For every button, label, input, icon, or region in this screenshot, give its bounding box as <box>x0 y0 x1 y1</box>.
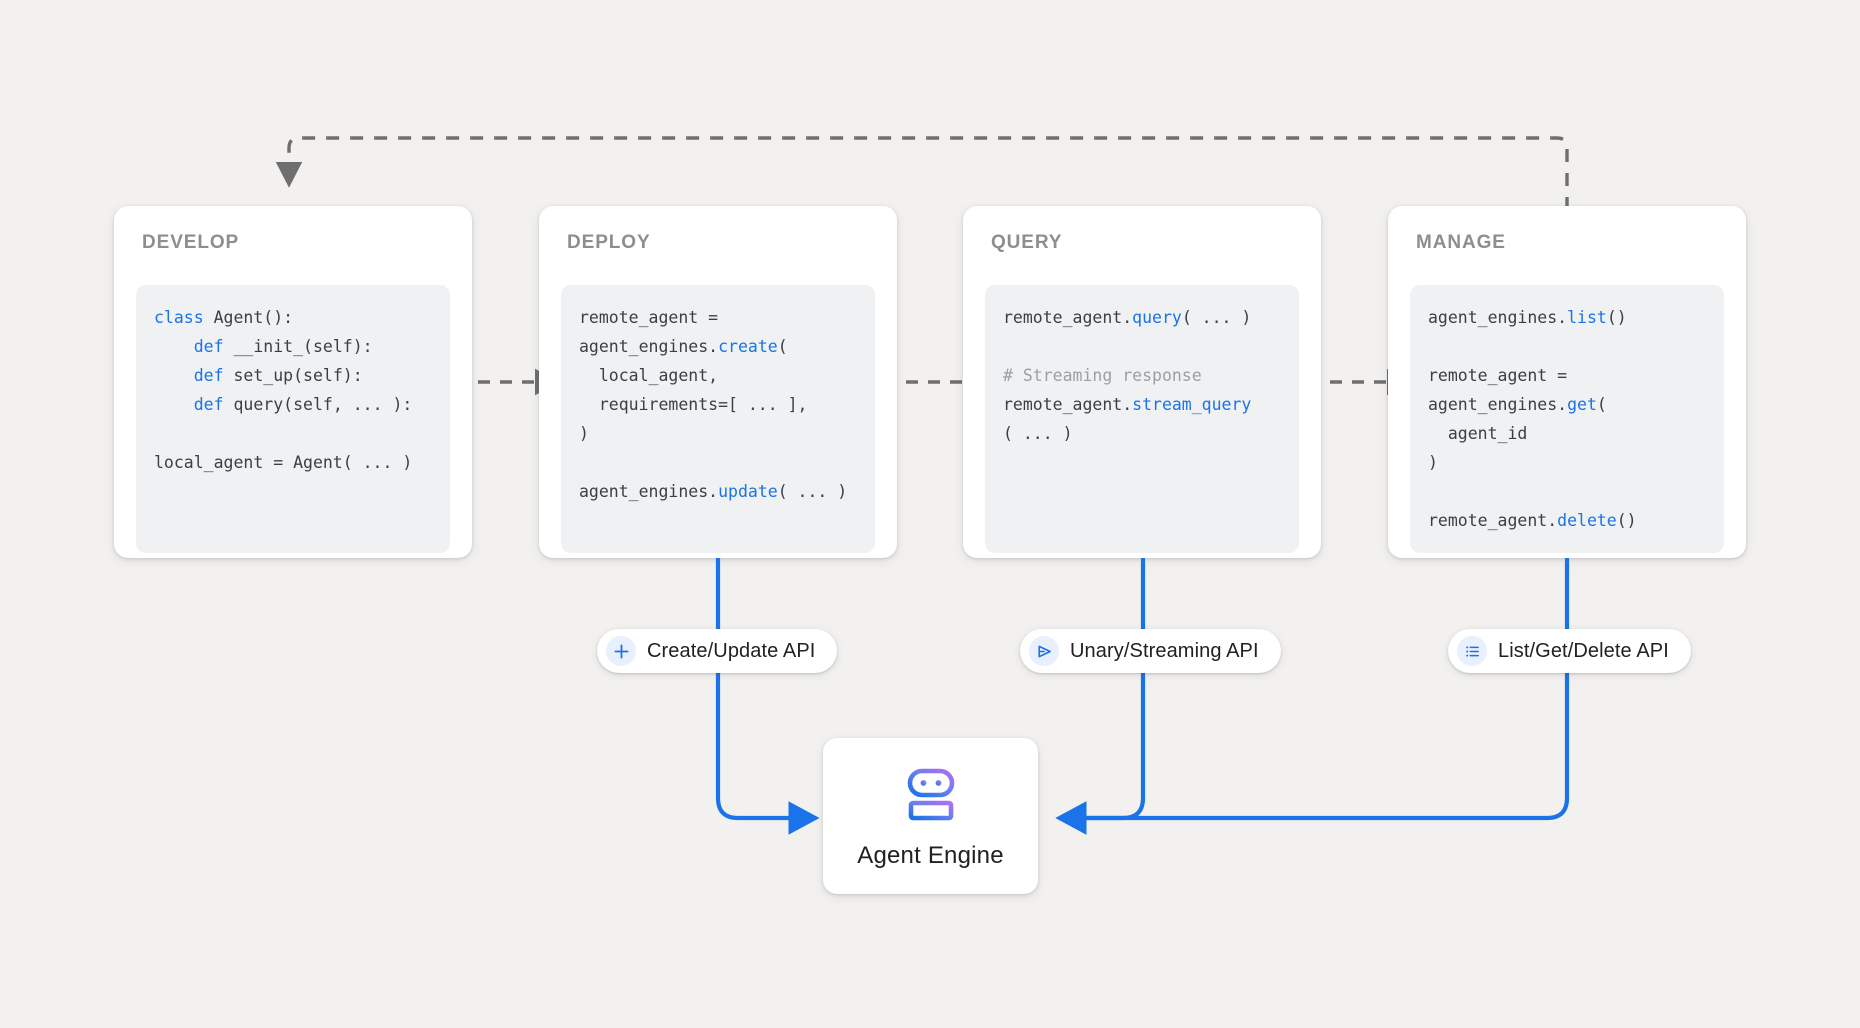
stage-title-query: QUERY <box>991 232 1063 253</box>
stage-card-query[interactable]: QUERY remote_agent.query( ... ) # Stream… <box>963 206 1321 558</box>
robot-icon <box>900 763 962 830</box>
code-block-deploy: remote_agent = agent_engines.create( loc… <box>561 284 875 553</box>
stage-card-manage[interactable]: MANAGE agent_engines.list() remote_agent… <box>1388 206 1746 558</box>
agent-engine-node[interactable]: Agent Engine <box>823 738 1038 894</box>
code-block-query: remote_agent.query( ... ) # Streaming re… <box>985 284 1299 553</box>
stage-title-manage: MANAGE <box>1416 232 1506 253</box>
api-pill-create-update[interactable]: Create/Update API <box>597 629 838 673</box>
list-icon <box>1457 636 1487 666</box>
api-pill-list-get-delete[interactable]: List/Get/Delete API <box>1448 629 1691 673</box>
feedback-loop-arrow <box>275 136 1569 210</box>
stage-card-develop[interactable]: DEVELOP class Agent(): def __init_(self)… <box>114 206 472 558</box>
connector-deploy-to-engine <box>715 558 820 835</box>
code-block-manage: agent_engines.list() remote_agent = agen… <box>1410 284 1724 553</box>
stage-title-develop: DEVELOP <box>142 232 240 253</box>
code-block-develop: class Agent(): def __init_(self): def se… <box>136 284 450 553</box>
api-pill-unary-streaming[interactable]: Unary/Streaming API <box>1020 629 1281 673</box>
connector-manage-to-engine <box>1055 558 1570 835</box>
stage-title-deploy: DEPLOY <box>567 232 651 253</box>
send-icon <box>1029 636 1059 666</box>
api-pill-label: List/Get/Delete API <box>1498 639 1669 662</box>
api-pill-label: Unary/Streaming API <box>1070 639 1259 662</box>
plus-icon <box>606 636 636 666</box>
api-pill-label: Create/Update API <box>647 639 816 662</box>
agent-engine-label: Agent Engine <box>857 841 1004 869</box>
stage-card-deploy[interactable]: DEPLOY remote_agent = agent_engines.crea… <box>539 206 897 558</box>
connector-query-to-engine <box>1055 558 1146 835</box>
